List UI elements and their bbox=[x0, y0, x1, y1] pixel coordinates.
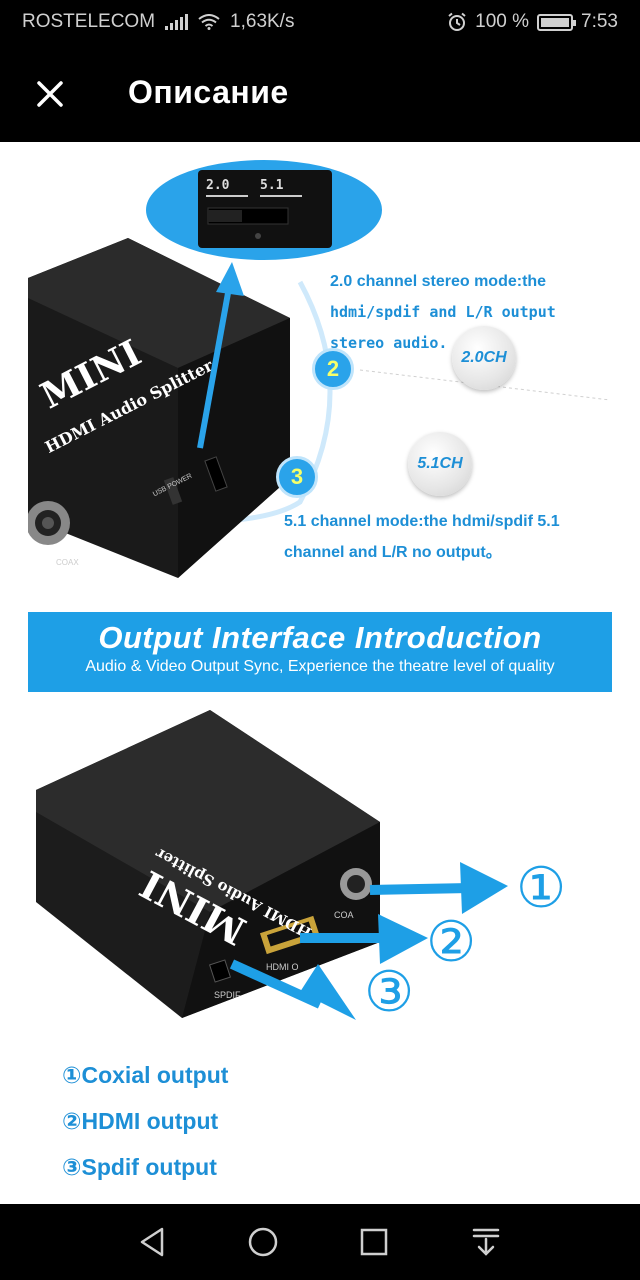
output-interface-banner: Output Interface Introduction Audio & Vi… bbox=[28, 612, 612, 692]
net-speed: 1,63K/s bbox=[230, 11, 295, 32]
battery-percent: 100 % bbox=[475, 11, 530, 32]
recents-square-icon bbox=[360, 1228, 388, 1256]
output-marker-2: ② bbox=[426, 910, 477, 973]
home-circle-icon bbox=[248, 1227, 278, 1257]
notification-pulldown-button[interactable] bbox=[466, 1222, 506, 1262]
pointer-arrow-icon bbox=[197, 262, 244, 449]
close-icon bbox=[37, 81, 63, 107]
product-image-outputs: MINI HDMI Audio Splitter SPDIF HDMI O CO… bbox=[0, 702, 640, 1022]
recents-button[interactable] bbox=[354, 1222, 394, 1262]
home-button[interactable] bbox=[243, 1222, 283, 1262]
marker-2-badge: 2 bbox=[312, 348, 354, 390]
clock: 7:53 bbox=[581, 11, 618, 32]
badge-5-1ch: 5.1CH bbox=[408, 432, 472, 496]
legend-hdmi: ②HDMI output bbox=[62, 1108, 219, 1134]
device-label-coax: COAX bbox=[56, 558, 79, 567]
legend-spdif: ③Spdif output bbox=[62, 1154, 217, 1180]
system-nav-bar bbox=[0, 1204, 640, 1280]
wifi-icon bbox=[198, 14, 220, 30]
surround-mode-text: 5.1 channel mode:the hdmi/spdif 5.1 chan… bbox=[284, 506, 624, 568]
legend-coaxial: ①Coxial output bbox=[62, 1062, 229, 1088]
port-label-hdmi: HDMI O bbox=[266, 962, 299, 972]
output-marker-1: ① bbox=[516, 856, 567, 919]
page-title: Описание bbox=[128, 74, 289, 110]
surround-desc-line2: channel and L/R no output。 bbox=[284, 544, 502, 561]
carrier-name: ROSTELECOM bbox=[22, 11, 156, 32]
switch-label-51: 5.1 bbox=[260, 178, 284, 193]
signal-icon bbox=[165, 14, 189, 30]
alarm-icon bbox=[448, 12, 466, 31]
surround-desc-line1: 5.1 channel mode:the hdmi/spdif 5.1 bbox=[284, 513, 560, 530]
app-bar: Описание bbox=[0, 46, 640, 142]
back-triangle-icon bbox=[140, 1227, 164, 1257]
stereo-desc-line1: 2.0 channel stereo mode:the bbox=[330, 273, 547, 290]
product-image-switch-modes: 2.0 5.1 MINI HDMI Audio Splitter USB POW… bbox=[0, 142, 640, 602]
banner-subtitle: Audio & Video Output Sync, Experience th… bbox=[85, 658, 555, 675]
status-bar: ROSTELECOM 1,63K/s 100 % 7:53 bbox=[0, 0, 640, 46]
pull-down-icon bbox=[472, 1228, 500, 1256]
output-arrows bbox=[229, 862, 508, 1020]
port-label-coax: COA bbox=[334, 910, 354, 920]
marker-3-badge: 3 bbox=[276, 456, 318, 498]
battery-icon bbox=[537, 13, 577, 31]
banner-title: Output Interface Introduction bbox=[98, 620, 542, 655]
switch-slot bbox=[206, 195, 302, 239]
stereo-mode-text: 2.0 channel stereo mode:the hdmi/spdif a… bbox=[330, 266, 630, 359]
port-label-spdif: SPDIF bbox=[214, 990, 241, 1000]
splitter-device-photo-2 bbox=[36, 710, 380, 1018]
back-button[interactable] bbox=[132, 1222, 172, 1262]
stereo-desc-line2: hdmi/spdif and L/R output bbox=[330, 303, 556, 321]
close-button[interactable] bbox=[26, 70, 74, 118]
output-legend: ①Coxial output ②HDMI output ③Spdif outpu… bbox=[62, 1052, 228, 1190]
description-content[interactable]: 2.0 5.1 MINI HDMI Audio Splitter USB POW… bbox=[0, 142, 640, 1204]
badge-2-0ch: 2.0CH bbox=[452, 326, 516, 390]
output-marker-3: ③ bbox=[364, 960, 415, 1023]
switch-label-20: 2.0 bbox=[206, 178, 230, 193]
switch-panel: 2.0 5.1 bbox=[198, 170, 332, 248]
stereo-desc-line3: stereo audio. bbox=[330, 334, 448, 352]
